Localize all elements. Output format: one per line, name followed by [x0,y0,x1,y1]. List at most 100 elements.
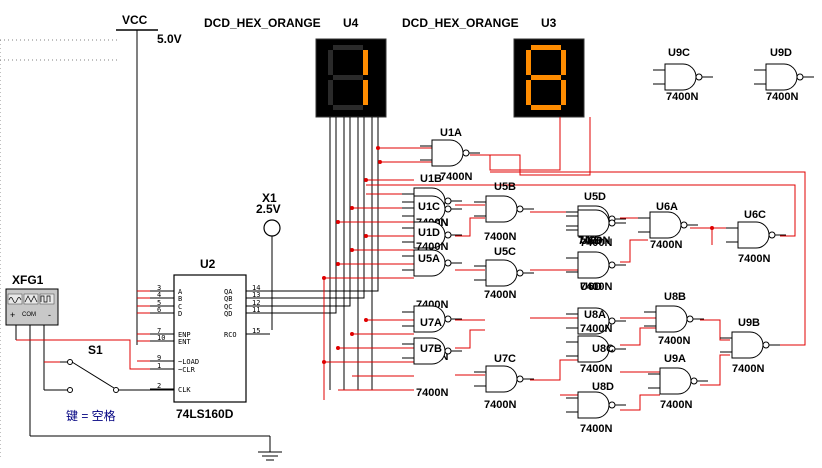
square-wave-icon [40,295,51,303]
triangle-wave-icon [24,295,38,303]
wire [470,117,591,176]
wires [16,117,806,411]
junction [350,206,354,210]
junction [364,318,368,322]
counter-pin-num: 12 [252,299,260,307]
gate-ref: U9A [664,353,686,365]
gate-ref: U6B [580,235,602,247]
counter-pin-name: B [178,295,182,303]
gate-part: 7400N [660,399,692,411]
junction [336,220,340,224]
nand-gate-u5c[interactable]: U5C 7400N [474,246,534,301]
wire [270,117,365,299]
counter-pin-name: C [178,303,182,311]
nand-gate-u1a[interactable]: U1A 7400N [420,127,480,183]
wire [620,394,660,411]
counter-pin-num: 1 [157,362,161,370]
wire [270,117,379,292]
gate-ref: U8D [592,381,614,393]
segment-c [561,80,566,105]
wire [620,239,648,263]
wire [16,339,150,370]
gate-ref: U5C [494,246,516,258]
probe-value: 2.5V [256,202,281,216]
gate-part: 7400N [484,231,516,243]
gate-ref: U8C [592,343,614,355]
gate-part: 7400N [484,399,516,411]
gate-ref: U5D [584,191,606,203]
nand-gate-u9b[interactable]: U9B 7400N [720,317,780,375]
junction [336,346,340,350]
segment-d [531,105,561,110]
segment-c [363,80,368,105]
nand-gate-u7c[interactable]: U7C 7400N [474,353,534,411]
gate-part: 7400N [580,423,612,435]
gate-part: 7400N [484,289,516,301]
segment-f [328,50,333,75]
nand-gate-u6c[interactable]: U6C 7400N [726,209,786,265]
junction [710,226,714,230]
nand-gate-u8d[interactable]: U8D 7400N [566,381,626,435]
counter-pin-name: QD [224,310,232,318]
nand-gate-u9c[interactable]: U9C 7400N [653,47,713,103]
probe-x1[interactable]: X1 2.5V [256,191,281,330]
gate-ref: U9B [738,317,760,329]
counter-pin-name: QB [224,295,232,303]
counter-pin-name: QA [224,288,233,296]
gate-part: 7400N [732,363,764,375]
wire [620,327,656,346]
sheet-border [0,39,120,460]
gate-ref: U1A [440,127,462,139]
counter-pin-name: ~LOAD [178,358,199,366]
counter-pin-name: ENT [178,338,191,346]
gate-ref: U9C [668,47,690,59]
wire [270,117,351,307]
nand-gate-u9a[interactable]: U9A 7400N [648,353,708,411]
junction [322,276,326,280]
probe-label: X1 [262,191,277,205]
segment-b [561,50,566,75]
counter-part: 74LS160D [176,407,234,421]
function-generator-xfg1[interactable]: XFG1 + COM - [5,273,59,436]
gate-ref: U7C [494,353,516,365]
nand-gate-u8a[interactable]: U8A 7400N [566,307,626,335]
counter-pin-name: ~CLR [178,366,196,374]
gate-part: 7400N [738,253,770,265]
display-u3[interactable]: DCD_HEX_ORANGE U3 [402,16,585,118]
gate-part: 7400N [666,91,698,103]
counter-pin-name: CLK [178,386,191,394]
gate-ref: U6A [656,201,678,213]
counter-pin-name: A [178,288,183,296]
counter-pin-num: 6 [157,306,161,314]
junction [336,262,340,266]
counter-pin-name: QC [224,303,232,311]
gate-ref: U8A [584,309,606,321]
display-u3-part: DCD_HEX_ORANGE [402,16,519,30]
switch-s1[interactable]: S1 键 = 空格 [44,343,174,423]
display-u4[interactable]: DCD_HEX_ORANGE U4 [204,16,387,390]
display-u4-segments [328,45,368,110]
gate-ref: U6C [744,209,766,221]
gate-ref: U5A [418,253,440,265]
counter-pin-num: 3 [157,284,161,292]
switch-label: S1 [88,343,103,357]
display-u4-part: DCD_HEX_ORANGE [204,16,321,30]
counter-pin-num: 13 [252,291,260,299]
gate-part: 7400N [440,171,472,183]
gate-part: 7400N [658,335,690,347]
gate-part: 7400N [580,323,612,335]
counter-ref: U2 [200,257,216,271]
vcc-source[interactable]: VCC 5.0V [116,13,182,345]
